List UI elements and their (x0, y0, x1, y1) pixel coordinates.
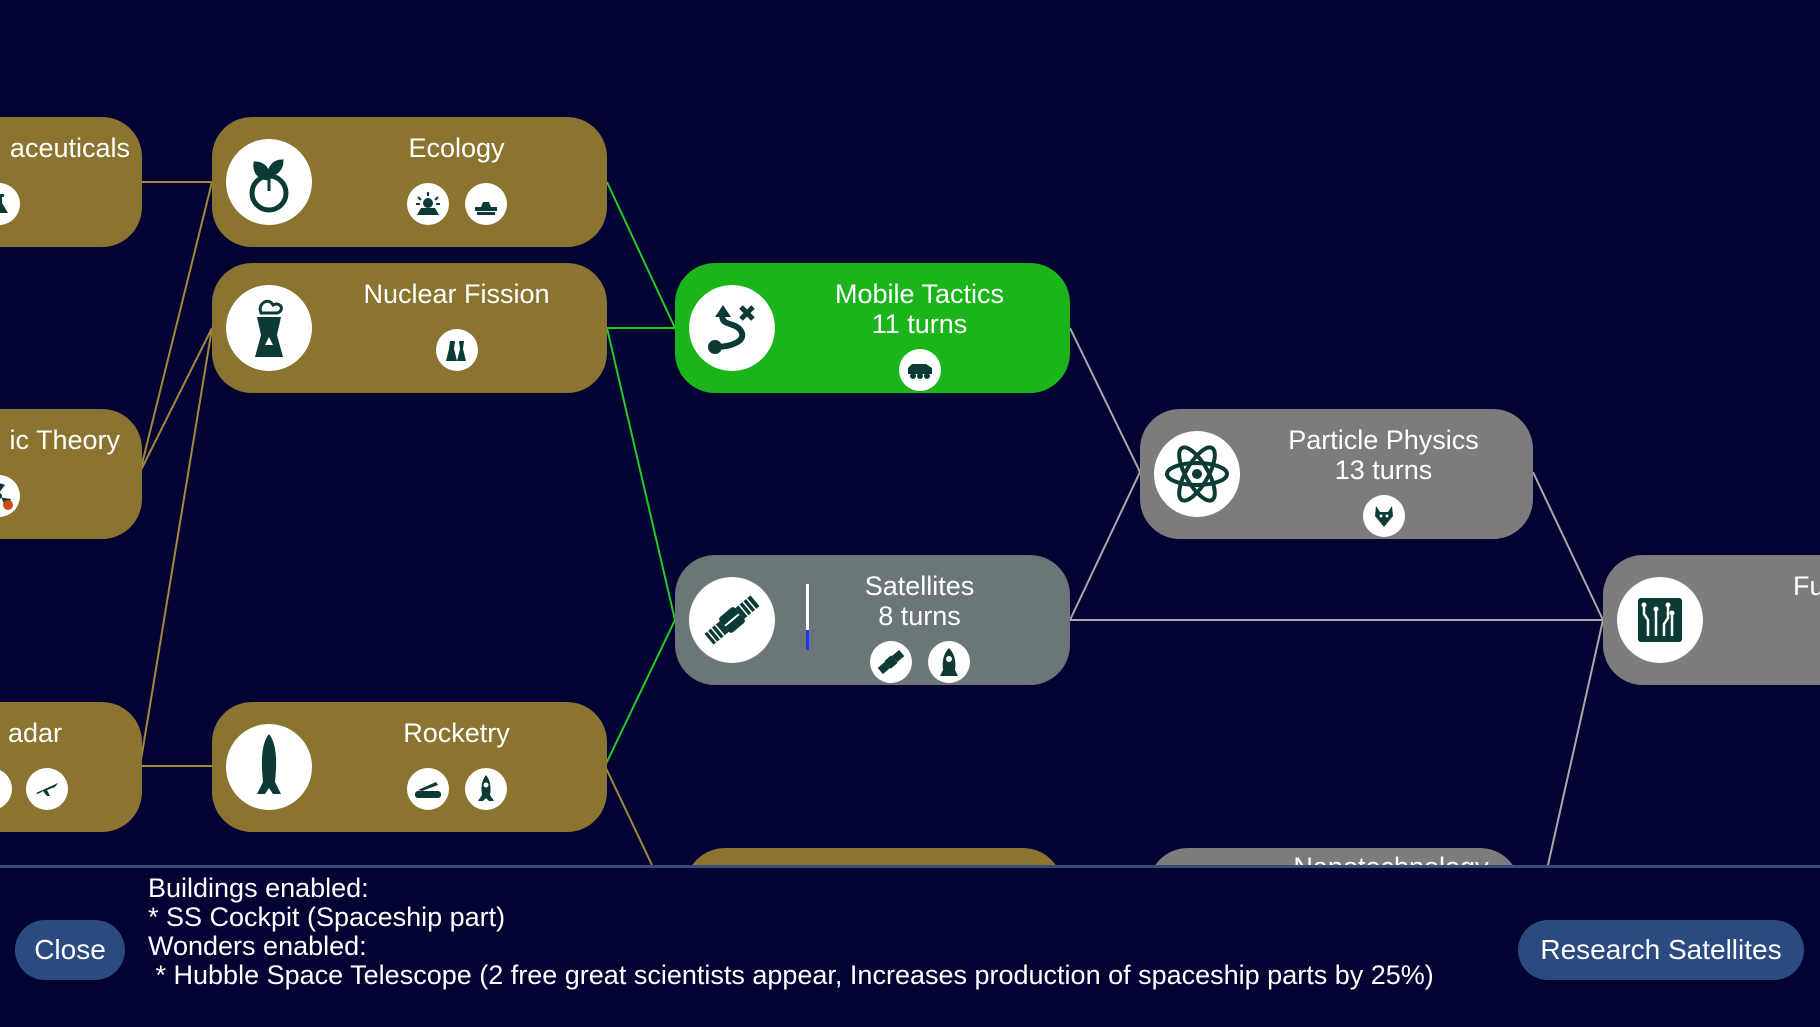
info-line: Wonders enabled: (148, 931, 367, 961)
line-nano-future (1547, 619, 1604, 865)
tech-node-rocketry[interactable]: Rocketry (212, 702, 607, 832)
tech-title: Fu (1793, 571, 1820, 601)
tech-node-cutoff[interactable] (685, 848, 1063, 865)
rocket-artillery-icon[interactable] (406, 768, 449, 810)
circuit-chip-icon (1617, 577, 1703, 663)
line-fission-satellites (606, 327, 676, 621)
tech-tree[interactable]: aceuticals ic Theory adar Ecology (0, 0, 1820, 865)
radiation-icon[interactable] (0, 475, 20, 517)
line-ecology-mobile (606, 181, 676, 329)
fighter-plane-icon[interactable] (26, 768, 68, 810)
tech-title: Satellites (864, 571, 975, 601)
atom-icon (1154, 431, 1240, 517)
info-line: * Hubble Space Telescope (2 free great s… (148, 960, 1434, 990)
tech-title: Nuclear Fission (363, 279, 550, 309)
tech-turns: 8 turns (878, 601, 961, 631)
tech-connections (139, 181, 1604, 865)
line-rocketry-satellites (604, 619, 676, 767)
wolf-unit-icon[interactable] (1362, 495, 1405, 537)
tech-title: Particle Physics (1288, 425, 1479, 455)
lab-flask-icon[interactable] (0, 183, 20, 225)
line-satellites-particle (1069, 471, 1141, 621)
tech-node-future[interactable]: Fu (1603, 555, 1820, 685)
line-mobile-particle (1069, 327, 1141, 473)
nuclear-plant-icon[interactable] (435, 329, 478, 371)
tech-title: Rocketry (403, 718, 510, 748)
line-atomic-ecology (139, 181, 213, 473)
tech-node-satellites[interactable]: Satellites 8 turns (675, 555, 1070, 685)
tech-title: aceuticals (9, 133, 130, 163)
unit-icon[interactable] (0, 768, 12, 810)
tech-node-mobile-tactics[interactable]: Mobile Tactics 11 turns (675, 263, 1070, 393)
apollo-program-icon[interactable] (464, 768, 507, 810)
line-radar-fission (139, 327, 213, 767)
line-rocketry-down (604, 765, 653, 865)
tech-node-ecology[interactable]: Ecology (212, 117, 607, 247)
tech-title: adar (7, 718, 62, 748)
tech-node-nanotechnology[interactable]: Nanotechnology (1148, 848, 1520, 865)
tech-title: Nanotechnology (1268, 852, 1514, 865)
tech-turns: 13 turns (1334, 455, 1433, 485)
tech-node-pharmaceuticals[interactable]: aceuticals (0, 117, 142, 247)
satellite-unlock-icon[interactable] (869, 641, 912, 683)
text-cursor (806, 584, 809, 650)
line-particle-future (1532, 471, 1604, 621)
tech-title: ic Theory (9, 425, 120, 455)
tech-node-particle-physics[interactable]: Particle Physics 13 turns (1140, 409, 1533, 539)
close-button[interactable]: Close (15, 920, 125, 980)
tech-node-radar[interactable]: adar (0, 702, 142, 832)
ecology-globe-icon (226, 139, 312, 225)
tech-title: Ecology (408, 133, 505, 163)
info-line: Buildings enabled: (148, 873, 369, 903)
tactics-arrows-icon (689, 285, 775, 371)
research-button[interactable]: Research Satellites (1518, 920, 1804, 980)
tech-description: Buildings enabled: * SS Cockpit (Spacesh… (148, 874, 1488, 990)
tech-node-atomic-theory[interactable]: ic Theory (0, 409, 142, 539)
tech-node-nuclear-fission[interactable]: Nuclear Fission (212, 263, 607, 393)
tech-turns: 11 turns (871, 309, 968, 339)
mechanized-infantry-icon[interactable] (898, 349, 941, 391)
rocket-icon (226, 724, 312, 810)
tech-info-panel: Close Buildings enabled: * SS Cockpit (S… (0, 865, 1820, 1027)
info-line: * SS Cockpit (Spaceship part) (148, 902, 506, 932)
satellite-icon (689, 577, 775, 663)
line-atomic-fission (139, 327, 213, 473)
recycling-center-icon[interactable] (464, 183, 507, 225)
ss-cockpit-icon[interactable] (927, 641, 970, 683)
cooling-tower-icon (226, 285, 312, 371)
solar-plant-icon[interactable] (406, 183, 449, 225)
tech-title: Mobile Tactics (834, 279, 1005, 309)
